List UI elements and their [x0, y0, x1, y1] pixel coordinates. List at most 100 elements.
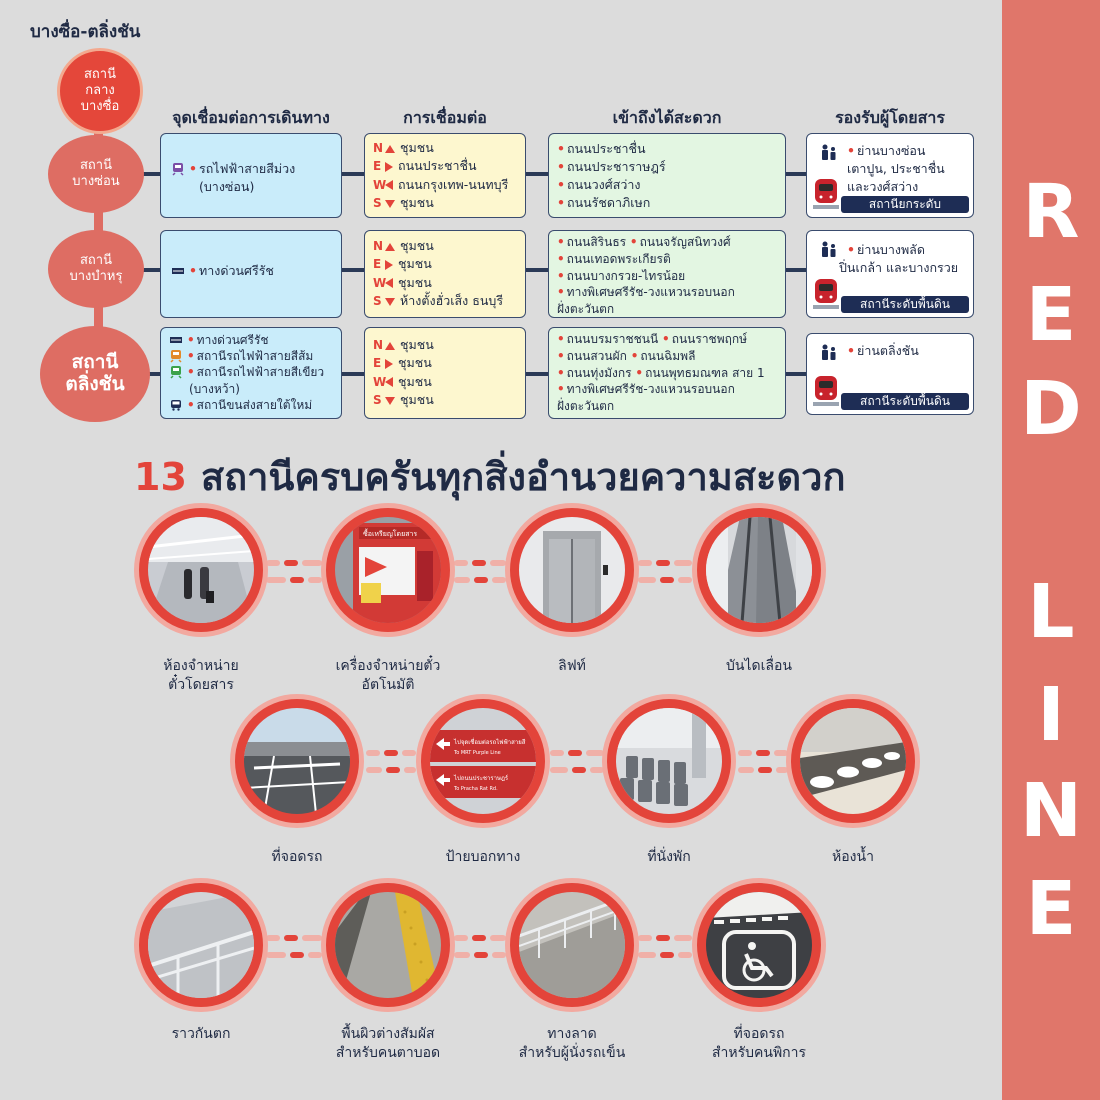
green-line-train-icon	[169, 365, 183, 379]
escalator-photo	[706, 517, 812, 623]
transit-box: •รถไฟฟ้าสายสีม่วง (บางซ่อน)	[160, 133, 342, 218]
station-bang-son: สถานี บางซ่อน	[48, 135, 144, 213]
disabled-parking-photo	[706, 892, 812, 998]
transit-label: ทางด่วนศรีรัช	[196, 333, 269, 347]
facility-railing	[134, 878, 268, 1012]
svg-text:ไปจุดเชื่อมต่อรถไฟฟ้าสายสี: ไปจุดเชื่อมต่อรถไฟฟ้าสายสี	[453, 738, 526, 746]
access-box: •ถนนสิรินธร •ถนนจรัญสนิทวงศ์ •ถนนเทอดพระ…	[548, 230, 786, 318]
facility-label: ป้ายบอกทาง	[445, 849, 521, 865]
sidebar-letter: R	[1022, 169, 1080, 255]
facility-ticket-office	[134, 503, 268, 637]
west-arrow-icon	[385, 278, 393, 289]
transit-label-sub: (บางหว้า)	[189, 381, 240, 396]
facility-signage: ไปจุดเชื่อมต่อรถไฟฟ้าสายสี To MRT Purple…	[416, 694, 550, 828]
transit-item: •สถานีรถไฟฟ้าสายสีส้ม	[169, 348, 337, 364]
facility-restroom	[786, 694, 920, 828]
sidebar-letter: N	[1020, 768, 1082, 854]
station-name-line: สถานี	[84, 66, 116, 82]
facility-parking	[230, 694, 364, 828]
transit-label: สถานีรถไฟฟ้าสายสีเขียว	[196, 365, 325, 380]
facility-label: เครื่องจำหน่ายตั๋วอัตโนมัติ	[335, 658, 441, 693]
transit-item: •ทางด่วนศรีรัช	[169, 332, 337, 348]
access-item: •ถนนบรมราชชนนี •ถนนราชพฤกษ์	[557, 332, 748, 346]
signage-photo: ไปจุดเชื่อมต่อรถไฟฟ้าสายสี To MRT Purple…	[430, 708, 536, 814]
access-item: •ถนนทุ่งมังกร •ถนนพุทธมณฑล สาย 1	[557, 365, 765, 380]
sidebar-letter: I	[1037, 672, 1065, 758]
station-name-line: ตลิ่งชัน	[65, 373, 125, 395]
transit-label: รถไฟฟ้าสายสีม่วง	[199, 161, 296, 176]
column-header: จุดเชื่อมต่อการเดินทาง	[172, 108, 330, 127]
transit-box: •ทางด่วนศรีรัช •สถานีรถไฟฟ้าสายสีส้ม •สถ…	[160, 327, 342, 419]
south-arrow-icon	[385, 396, 395, 405]
access-item: •ถนนบางกรวย-ไทรน้อย	[557, 268, 686, 283]
west-arrow-icon	[385, 180, 393, 191]
transit-item: •ทางด่วนศรีรัช	[171, 262, 333, 280]
level-badge: สถานียกระดับ	[841, 196, 969, 213]
south-arrow-icon	[385, 297, 395, 306]
facility-label: บันไดเลื่อน	[726, 658, 792, 674]
facility-label: พื้นผิวต่างสัมผัสสำหรับคนตาบอด	[335, 1026, 441, 1061]
north-arrow-icon	[385, 341, 395, 350]
bus-icon	[169, 398, 183, 412]
facility-label: ราวกันตก	[171, 1026, 231, 1042]
route-title: บางซื่อ-ตลิ่งชัน	[30, 22, 141, 42]
south-arrow-icon	[385, 199, 395, 208]
east-arrow-icon	[385, 358, 393, 369]
lift-photo	[519, 517, 625, 623]
serves-line: •ย่านบางพลัด	[847, 242, 925, 257]
west-arrow-icon	[385, 377, 393, 388]
station-name-line: สถานี	[80, 252, 112, 268]
sidebar-letter: E	[1025, 866, 1077, 952]
access-box: •ถนนประชาชื่น •ถนนประชาราษฎร์ •ถนนวงศ์สว…	[548, 133, 786, 218]
station-name-line: บางบำหรุ	[69, 269, 123, 284]
access-item: ฝั่งตะวันตก	[557, 302, 615, 317]
red-line-train-icon	[813, 279, 839, 309]
serves-box: •ย่านบางซ่อน เตาปูน, ประชาชื่น และวงศ์สว…	[806, 133, 974, 218]
facilities-count: 13	[134, 455, 187, 499]
facility-label: ทางลาดสำหรับผู้นั่งรถเข็น	[518, 1026, 626, 1061]
transit-label: สถานีรถไฟฟ้าสายสีส้ม	[196, 349, 314, 364]
tactile-paving-photo	[335, 892, 441, 998]
station-bang-sue: สถานี กลาง บางซื่อ	[57, 48, 143, 134]
transit-label: สถานีขนส่งสายใต้ใหม่	[196, 397, 313, 412]
station-taling-chan: สถานี ตลิ่งชัน	[40, 326, 150, 422]
access-item: ฝั่งตะวันตก	[557, 399, 615, 414]
facilities-heading: สถานีครบครันทุกสิ่งอำนวยความสะดวก	[200, 455, 846, 499]
facility-label: ห้องน้ำ	[832, 849, 874, 865]
facility-disabled-parking	[692, 878, 826, 1012]
access-item: •ถนนสวนผัก •ถนนฉิมพลี	[557, 348, 696, 363]
transit-label: ทางด่วนศรีรัช	[199, 263, 274, 278]
column-header: การเชื่อมต่อ	[403, 108, 487, 127]
serves-box: •ย่านบางพลัด ปิ่นเกล้า และบางกรวย สถานีร…	[806, 230, 974, 318]
svg-text:ไปถนนประชาราษฎร์: ไปถนนประชาราษฎร์	[453, 774, 509, 782]
parking-photo	[244, 708, 350, 814]
serves-line: •ย่านบางซ่อน	[847, 143, 926, 158]
transit-item: •สถานีรถไฟฟ้าสายสีเขียว	[169, 364, 337, 380]
red-line-train-icon	[813, 179, 839, 209]
family-icon	[822, 144, 836, 160]
ramp-photo	[519, 892, 625, 998]
facility-ramp	[505, 878, 639, 1012]
facility-tactile-paving	[321, 878, 455, 1012]
station-bang-bamru: สถานี บางบำหรุ	[48, 230, 144, 308]
sidebar-letter: L	[1027, 569, 1075, 655]
serves-line: •ย่านตลิ่งชัน	[847, 343, 919, 358]
svg-text:To Pracha Rat Rd.: To Pracha Rat Rd.	[453, 786, 498, 792]
north-arrow-icon	[385, 144, 395, 153]
station-name-line: สถานี	[71, 351, 119, 374]
sidebar-letter: E	[1025, 272, 1077, 358]
expressway-icon	[169, 333, 183, 347]
ticket-office-photo	[148, 517, 254, 623]
